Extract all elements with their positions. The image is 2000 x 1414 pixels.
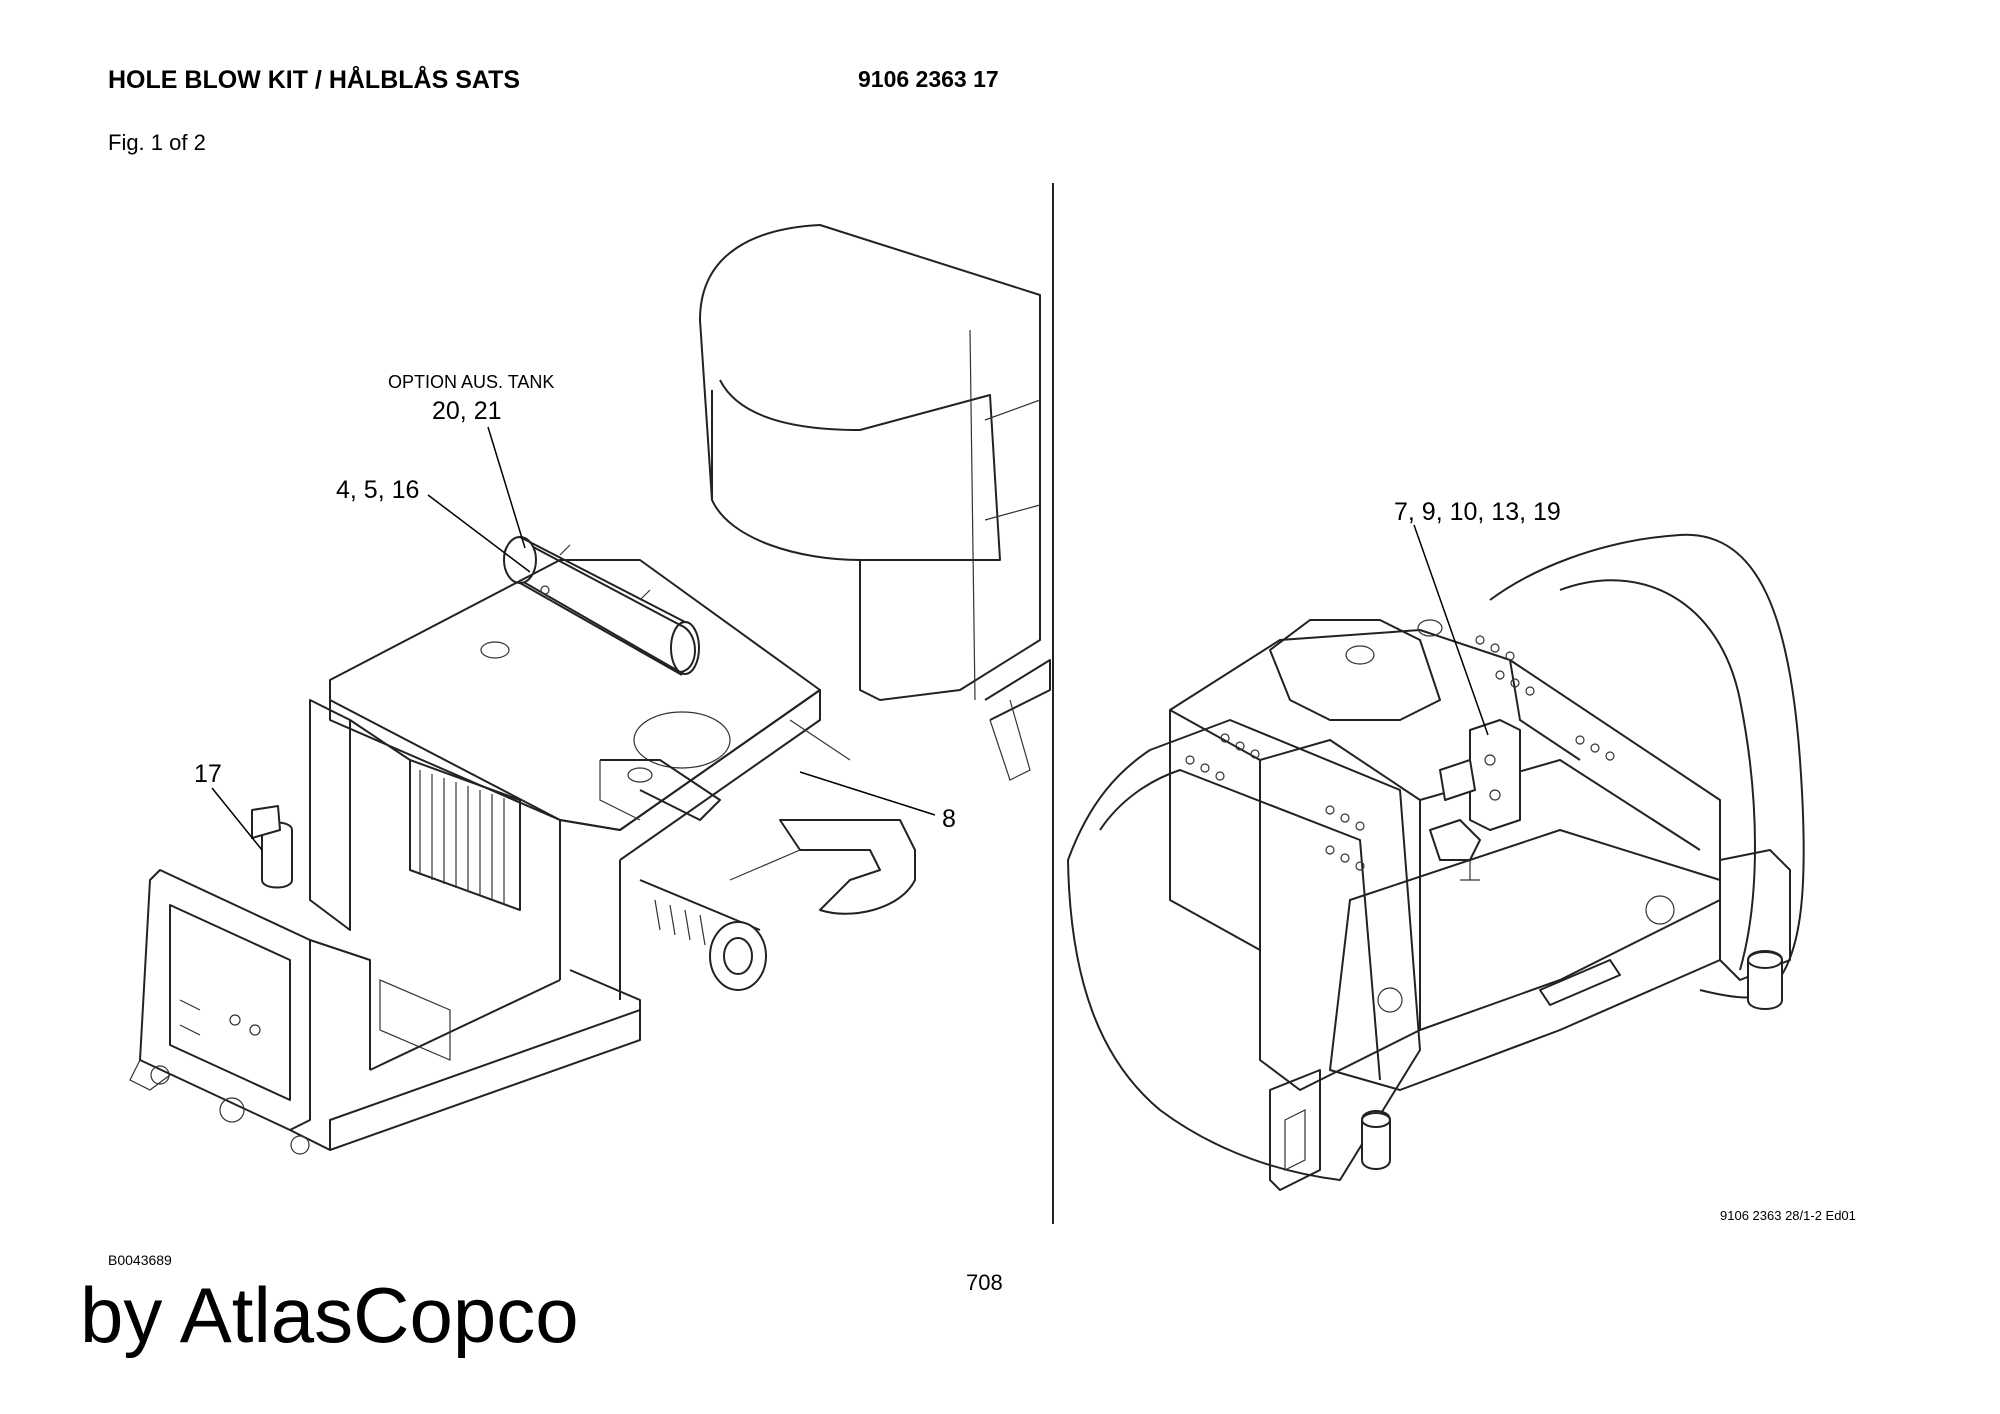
left-exploded-view [129, 224, 1051, 1155]
page-title: HOLE BLOW KIT / HÅLBLÅS SATS [108, 66, 521, 94]
figure-label: Fig. 1 of 2 [108, 130, 206, 155]
callout-option-note: OPTION AUS. TANK [388, 372, 555, 392]
left-leader-lines [211, 426, 936, 851]
drawing-id: 9106 2363 28/1-2 Ed01 [1720, 1208, 1856, 1223]
callout-filter: 17 [194, 760, 222, 788]
valve-block [1429, 719, 1521, 881]
document-id: B0043689 [108, 1252, 172, 1268]
radiator-grille [409, 759, 521, 911]
callout-tank: 20, 21 [432, 397, 502, 425]
brand-watermark: by AtlasCopco [80, 1271, 579, 1359]
callout-valve: 8 [942, 805, 956, 833]
part-number: 9106 2363 17 [858, 66, 999, 92]
right-leader-line [1413, 524, 1489, 736]
callout-receiver: 4, 5, 16 [336, 476, 420, 504]
right-exploded-view [1067, 533, 1805, 1191]
air-receiver-tank [503, 536, 700, 676]
filter-housing [251, 805, 293, 889]
page-number: 708 [966, 1270, 1003, 1295]
callout-valve-block: 7, 9, 10, 13, 19 [1394, 498, 1561, 526]
